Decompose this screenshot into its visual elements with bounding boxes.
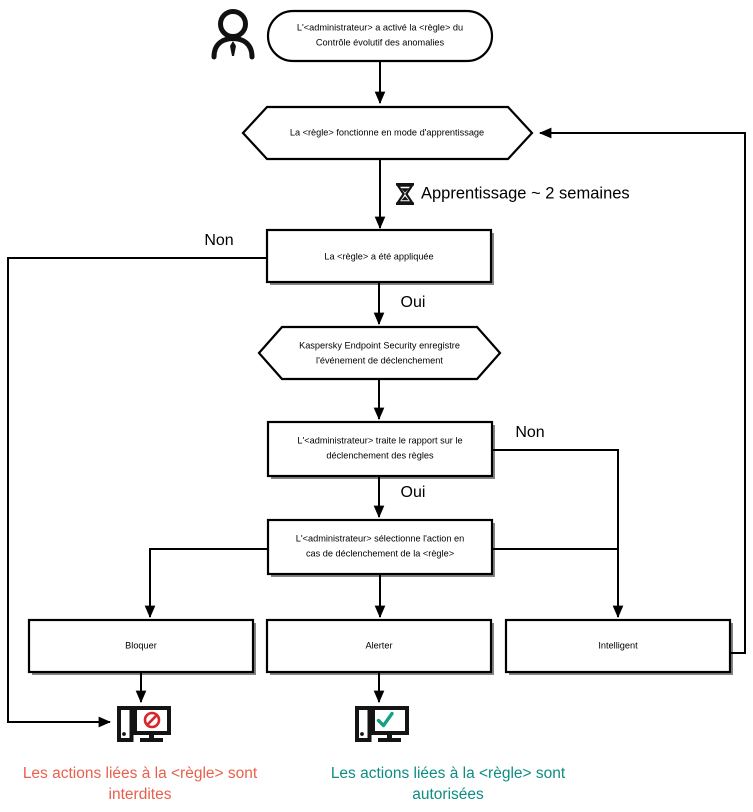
node-admin-report-line-1: L'<administrateur> traite le rapport sur… <box>297 435 462 445</box>
node-learning-mode-line-1: La <règle> fonctionne en mode d'apprenti… <box>290 127 484 137</box>
node-action-smart-label: Intelligent <box>598 640 638 650</box>
node-rule-applied-line-1: La <règle> a été appliquée <box>324 251 433 261</box>
node-admin-selects-action-line-2: cas de déclenchement de la <règle> <box>306 548 454 558</box>
node-start-line-2: Contrôle évolutif des anomalies <box>316 37 445 47</box>
edge-label-report-yes: Oui <box>401 484 426 501</box>
hourglass-icon <box>395 183 415 205</box>
node-action-smart: Intelligent <box>504 618 733 675</box>
caption-allowed: Les actions liées à la <règle> sont auto… <box>331 765 566 803</box>
node-start-line-1: L'<administrateur> a activé la <règle> d… <box>297 22 463 32</box>
edge-select-to-block <box>144 548 268 618</box>
phase-label-text: Apprentissage ~ 2 semaines <box>421 184 630 202</box>
node-action-alert: Alerter <box>265 618 494 675</box>
edge-applied-no <box>7 257 267 728</box>
node-rule-applied: La <règle> a été appliquée <box>265 228 494 285</box>
edge-label-applied-yes: Oui <box>401 294 426 311</box>
node-admin-selects-action-line-1: L'<administrateur> sélectionne l'action … <box>296 533 464 543</box>
caption-denied: Les actions liées à la <règle> sont inte… <box>23 765 258 803</box>
caption-denied-line-2: interdites <box>109 786 172 803</box>
caption-allowed-line-2: autorisées <box>412 786 484 803</box>
phase-label-learning: Apprentissage ~ 2 semaines <box>395 183 630 205</box>
node-action-block: Bloquer <box>27 618 256 675</box>
node-learning-mode: La <règle> fonctionne en mode d'apprenti… <box>241 105 534 161</box>
node-kes-records-line-2: l'événement de déclenchement <box>316 355 443 365</box>
monitor-allowed-icon <box>355 706 409 742</box>
node-start: L'<administrateur> a activé la <règle> d… <box>266 9 494 63</box>
caption-allowed-line-1: Les actions liées à la <règle> sont <box>331 765 566 782</box>
node-kes-records: Kaspersky Endpoint Security enregistre l… <box>257 325 502 381</box>
node-admin-report: L'<administrateur> traite le rapport sur… <box>266 420 495 479</box>
node-kes-records-line-1: Kaspersky Endpoint Security enregistre <box>299 340 460 350</box>
edge-smart-loopback <box>539 127 746 654</box>
person-icon <box>211 9 255 60</box>
node-action-block-label: Bloquer <box>125 640 157 650</box>
node-admin-selects-action: L'<administrateur> sélectionne l'action … <box>266 518 495 577</box>
node-action-alert-label: Alerter <box>365 640 392 650</box>
edge-label-report-no: Non <box>515 424 544 441</box>
edge-report-no <box>492 449 624 618</box>
monitor-blocked-icon <box>117 706 171 742</box>
node-admin-report-line-2: déclenchement des règles <box>326 450 434 460</box>
edge-label-applied-no: Non <box>204 232 233 249</box>
caption-denied-line-1: Les actions liées à la <règle> sont <box>23 765 258 782</box>
